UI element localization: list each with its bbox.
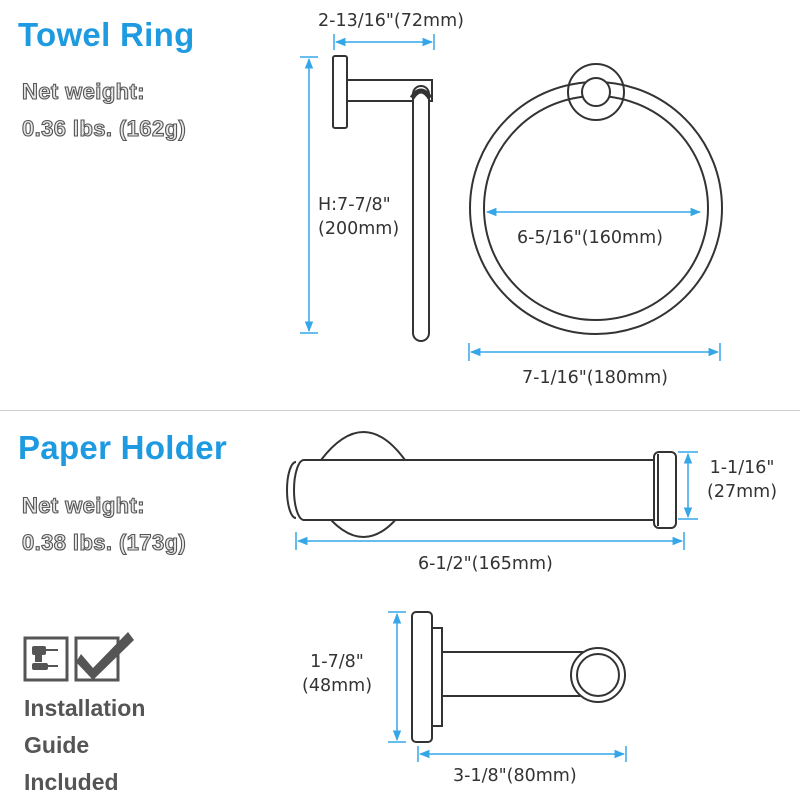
installation-line2: Guide	[24, 732, 90, 758]
towel-ring-front-view	[469, 63, 723, 335]
towel-ring-side-view	[332, 55, 433, 342]
installation-line1: Installation	[24, 695, 146, 721]
paper-holder-side-view	[411, 611, 626, 743]
paper-holder-base-label: 1-7/8" (48mm)	[302, 650, 372, 698]
paper-holder-end-line1: 1-1/16"	[709, 458, 775, 478]
towel-ring-inner-diameter-label: 6-5/16"(160mm)	[517, 228, 663, 248]
paper-holder-end-dimension	[678, 451, 698, 520]
drill-screwdriver-icon	[23, 636, 69, 682]
paper-holder-weight-value: 0.38 lbs. (173g)	[21, 529, 187, 555]
paper-holder-title: Paper Holder	[18, 429, 227, 466]
paper-holder-base-line2: (48mm)	[302, 676, 373, 696]
checkmark-box-icon	[74, 632, 134, 682]
paper-holder-end-label: 1-1/16" (27mm)	[707, 456, 777, 504]
paper-holder-base-line1: 1-7/8"	[310, 652, 364, 672]
towel-ring-height-dimension	[300, 56, 318, 334]
section-divider	[0, 410, 800, 411]
paper-holder-projection-label: 3-1/8"(80mm)	[453, 766, 577, 786]
towel-ring-weight-value: 0.36 lbs. (162g)	[21, 115, 187, 141]
towel-ring-depth-dimension	[333, 34, 435, 50]
paper-holder-base-dimension	[388, 611, 406, 743]
towel-ring-height-line2: (200mm)	[318, 219, 400, 239]
paper-holder-projection-dimension	[417, 746, 627, 762]
towel-ring-weight-label: Net weight:	[21, 78, 145, 104]
installation-line3: Included	[24, 769, 119, 795]
installation-guide-text: Installation Guide Included	[24, 690, 145, 801]
paper-holder-weight: Net weight: 0.38 lbs. (173g)	[21, 487, 187, 561]
paper-holder-weight-label: Net weight:	[21, 492, 145, 518]
paper-holder-end-line2: (27mm)	[707, 482, 778, 502]
paper-holder-length-label: 6-1/2"(165mm)	[418, 554, 553, 574]
towel-ring-height-line1: H:7-7/8"	[318, 195, 391, 215]
paper-holder-length-dimension	[295, 532, 685, 550]
towel-ring-depth-label: 2-13/16"(72mm)	[318, 11, 464, 31]
towel-ring-height-label: H:7-7/8" (200mm)	[318, 193, 399, 241]
paper-holder-top-view	[286, 431, 677, 538]
towel-ring-title: Towel Ring	[18, 16, 195, 53]
towel-ring-weight: Net weight: 0.36 lbs. (162g)	[21, 73, 187, 147]
towel-ring-outer-diameter-label: 7-1/16"(180mm)	[522, 368, 668, 388]
towel-ring-outer-dimension	[468, 343, 721, 361]
